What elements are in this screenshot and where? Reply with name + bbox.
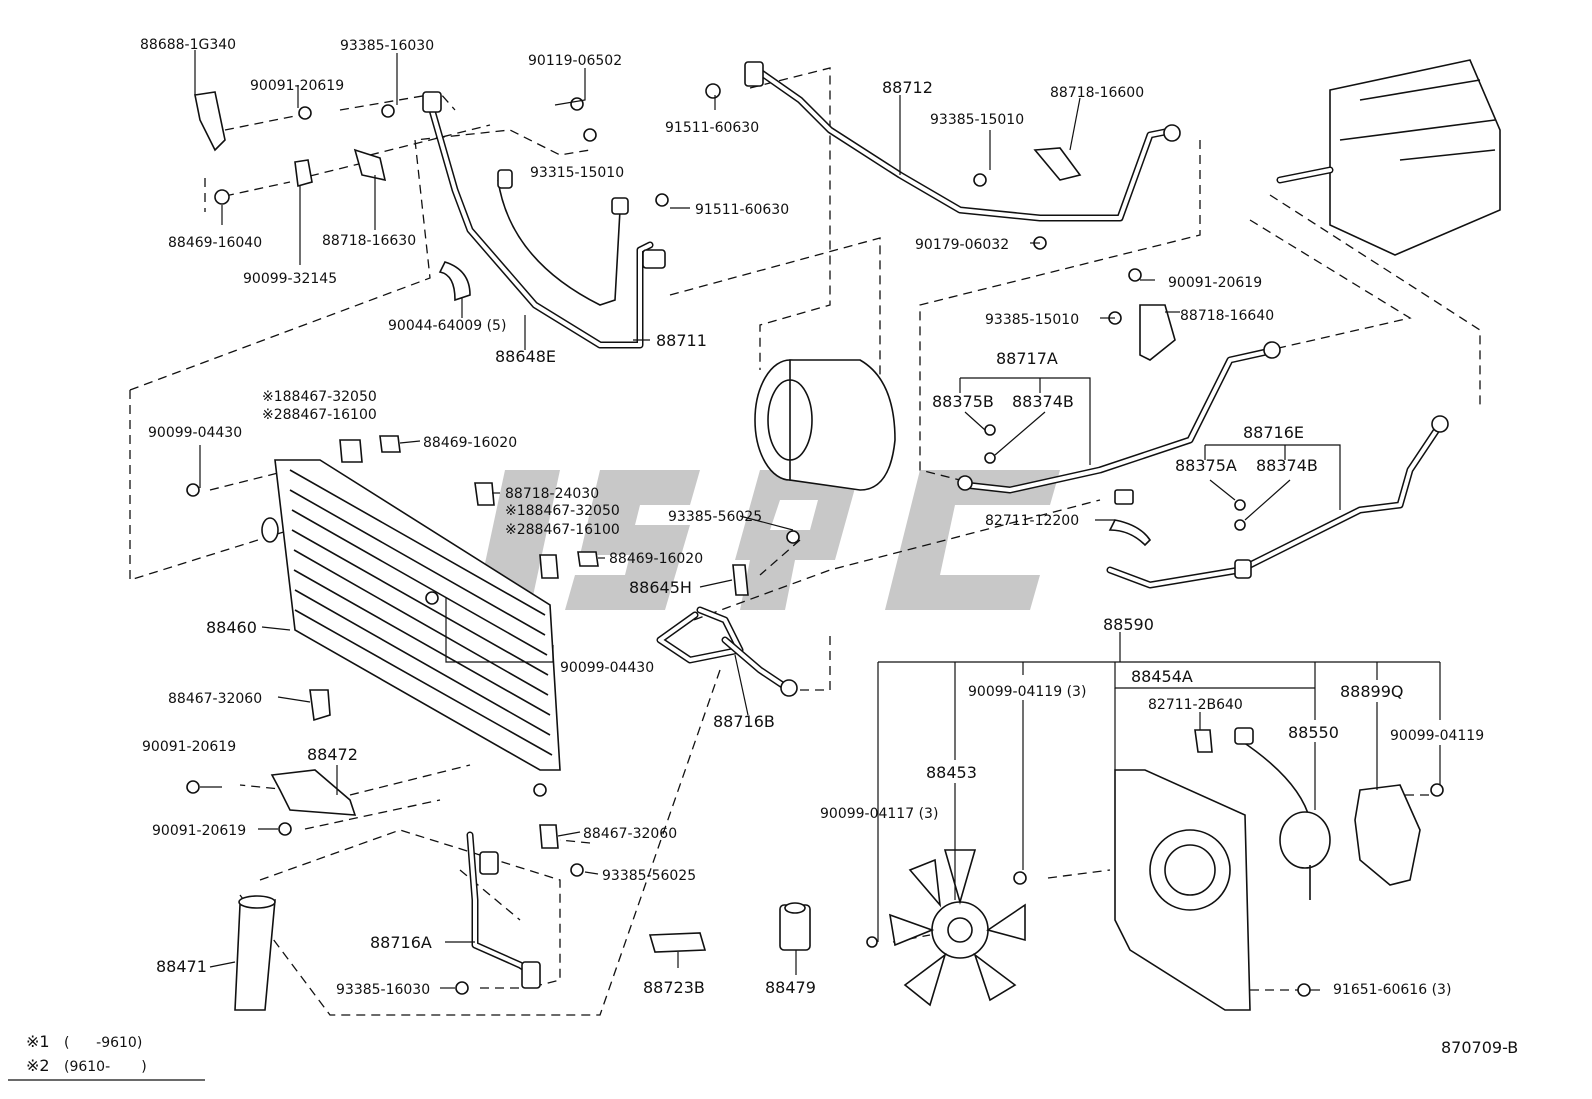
condenser-88460	[186, 435, 800, 877]
hose-88712	[705, 61, 1181, 250]
label-88471: 88471	[156, 957, 207, 976]
tube-88716E	[1106, 415, 1449, 589]
label-88718-16600: 88718-16600	[1050, 85, 1144, 101]
label-88469-16040: 88469-16040	[168, 235, 262, 251]
bracket-88472	[186, 769, 357, 836]
label-82711-2B640: 82711-2B640	[1148, 697, 1243, 713]
label-88472: 88472	[307, 745, 358, 764]
shroud-88454A	[1114, 729, 1311, 1011]
label-88712: 88712	[882, 78, 933, 97]
tube-88716B	[656, 564, 798, 697]
label-88723B: 88723B	[643, 978, 705, 997]
label-90091-20619-l1: 90091-20619	[142, 739, 236, 755]
fan-88453	[866, 849, 1027, 1007]
label-88460: 88460	[206, 618, 257, 637]
label-93385-15010-a: 93385-15010	[930, 112, 1024, 128]
label-88454A: 88454A	[1131, 667, 1193, 686]
label-93385-16030-bot: 93385-16030	[336, 982, 430, 998]
label-90091-20619-l2: 90091-20619	[152, 823, 246, 839]
label-88467-32060-b: 88467-32060	[583, 826, 677, 842]
label-88716A: 88716A	[370, 933, 432, 952]
label-90091-20619-tl: 90091-20619	[250, 78, 344, 94]
evaporator-unit	[1276, 59, 1501, 256]
label-90099-04119: 90099-04119	[1390, 728, 1484, 744]
label-93315-15010: 93315-15010	[530, 165, 624, 181]
part-labels: 88688-1G340 93385-16030 90091-20619 9011…	[140, 37, 1484, 998]
label-88718-16640: 88718-16640	[1180, 308, 1274, 324]
label-88648E: 88648E	[495, 347, 556, 366]
label-88467-32050-n1: ※188467-32050	[262, 389, 377, 405]
label-91511-60630-b: 91511-60630	[695, 202, 789, 218]
label-88467-16100-n2: ※288467-16100	[262, 407, 377, 423]
label-88716B: 88716B	[713, 712, 775, 731]
label-90099-04117: 90099-04117 (3)	[820, 806, 938, 822]
label-93385-16030-top: 93385-16030	[340, 38, 434, 54]
label-88375A: 88375A	[1175, 456, 1237, 475]
fuse-88479-part	[779, 902, 811, 951]
assembly-outlines	[129, 67, 1481, 1016]
label-93385-56025-b: 93385-56025	[602, 868, 696, 884]
label-88590: 88590	[1103, 615, 1154, 634]
motor-88550	[1234, 727, 1331, 900]
label-91651-60616: 91651-60616 (3)	[1333, 982, 1451, 998]
label-93385-15010-b: 93385-15010	[985, 312, 1079, 328]
label-90119-06502: 90119-06502	[528, 53, 622, 69]
label-90044-64009: 90044-64009 (5)	[388, 318, 506, 334]
label-88723B-part	[648, 932, 707, 953]
tube-88717A	[957, 268, 1281, 494]
compressor	[754, 359, 896, 491]
label-88467-16100-n2b: ※288467-16100	[505, 522, 620, 538]
footnote-2-mark: ※2	[26, 1056, 50, 1075]
bracket-88688	[194, 91, 669, 302]
label-90099-04119-3: 90099-04119 (3)	[968, 684, 1086, 700]
label-88688-1G340: 88688-1G340	[140, 37, 236, 53]
label-88469-16020-a: 88469-16020	[423, 435, 517, 451]
diagram-code: 870709-B	[1441, 1038, 1518, 1057]
label-90099-04430-b: 90099-04430	[560, 660, 654, 676]
label-88467-32050-n1b: ※188467-32050	[505, 503, 620, 519]
hose-88711	[422, 91, 666, 349]
watermark-logo	[475, 470, 1060, 610]
label-90099-32145: 90099-32145	[243, 271, 337, 287]
label-90179-06032: 90179-06032	[915, 237, 1009, 253]
tube-88716A	[455, 831, 541, 995]
leader-lines	[8, 50, 1441, 1081]
label-88718-16630: 88718-16630	[322, 233, 416, 249]
footnotes: ※1 ( -9610) ※2 (9610- )	[26, 1032, 147, 1075]
label-88453: 88453	[926, 763, 977, 782]
label-90099-04430-a: 90099-04430	[148, 425, 242, 441]
footnote-1-text: ( -9610)	[64, 1035, 142, 1051]
bracket-88899Q	[1354, 783, 1444, 886]
label-88550: 88550	[1288, 723, 1339, 742]
label-90091-20619-r: 90091-20619	[1168, 275, 1262, 291]
label-88375B: 88375B	[932, 392, 994, 411]
label-91511-60630-a: 91511-60630	[665, 120, 759, 136]
label-88718-24030: 88718-24030	[505, 486, 599, 502]
label-88469-16020-b: 88469-16020	[609, 551, 703, 567]
label-88717A: 88717A	[996, 349, 1058, 368]
receiver-88471	[234, 895, 276, 1011]
label-88645H: 88645H	[629, 578, 692, 597]
label-88467-32060-a: 88467-32060	[168, 691, 262, 707]
label-88716E: 88716E	[1243, 423, 1304, 442]
label-82711-12200: 82711-12200	[985, 513, 1079, 529]
footnote-2-text: (9610- )	[64, 1059, 147, 1075]
label-88479: 88479	[765, 978, 816, 997]
label-88374B-b: 88374B	[1256, 456, 1318, 475]
label-88374B-a: 88374B	[1012, 392, 1074, 411]
label-93385-56025-a: 93385-56025	[668, 509, 762, 525]
label-88711: 88711	[656, 331, 707, 350]
label-88899Q: 88899Q	[1340, 682, 1404, 701]
footnote-1-mark: ※1	[26, 1032, 50, 1051]
